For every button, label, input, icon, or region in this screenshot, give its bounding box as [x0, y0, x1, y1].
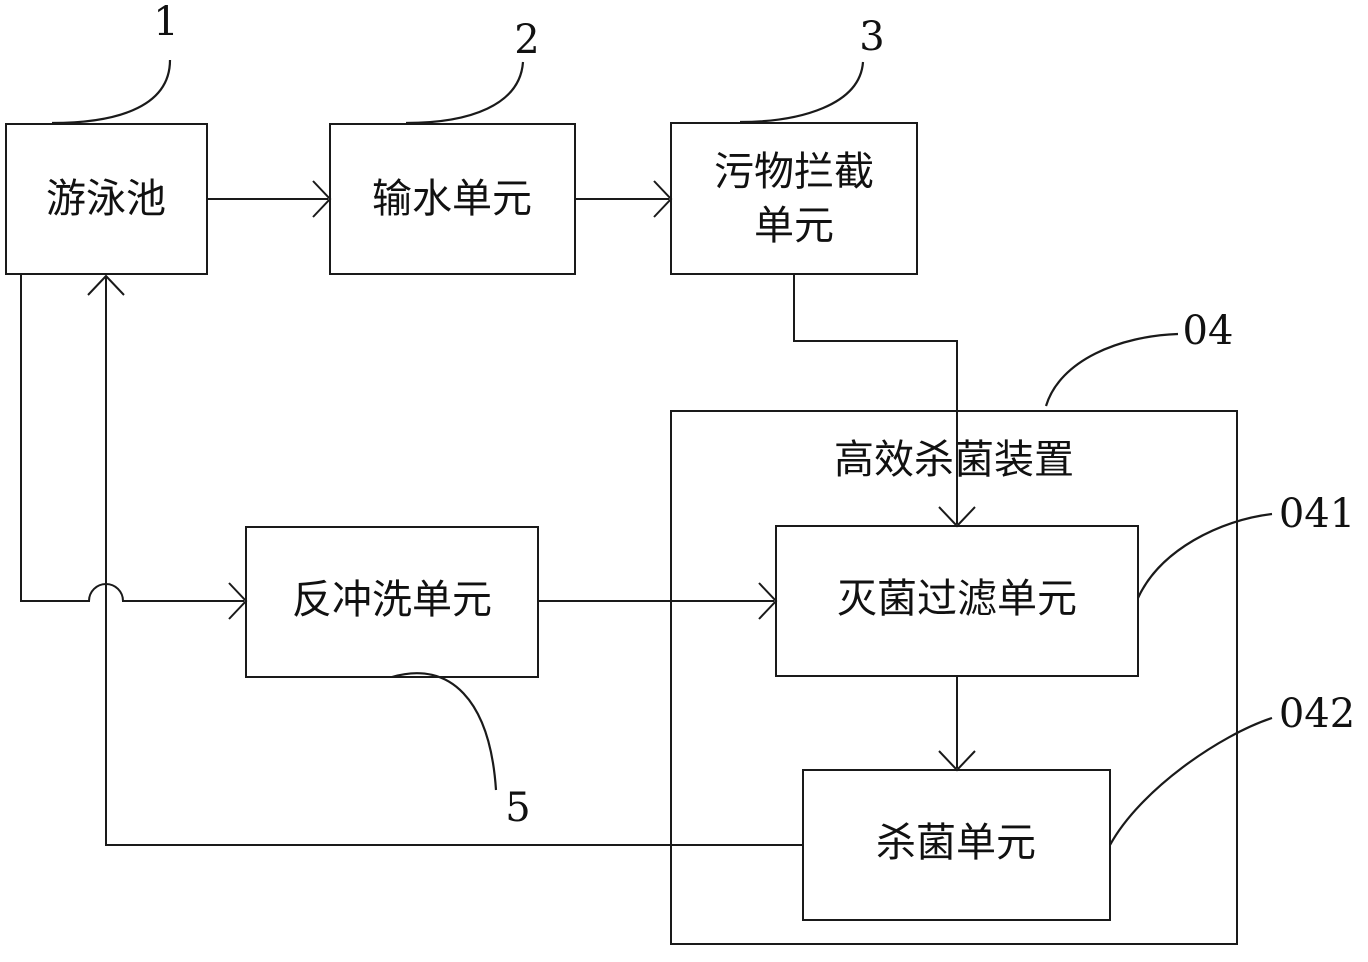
- backwash-label: 反冲洗单元: [292, 577, 492, 623]
- sterilize-filter-box: [775, 525, 1139, 677]
- leader-041: [1137, 512, 1273, 599]
- edge-sterilize-to-pool: [105, 276, 803, 846]
- arrowhead-water-transfer: [312, 180, 332, 218]
- debris-intercept-label-line1: 污物拦截: [714, 149, 874, 195]
- pool-label: 游泳池: [46, 176, 166, 222]
- ref-3: 3: [859, 14, 884, 60]
- ref-2: 2: [514, 17, 539, 63]
- debris-intercept-box: [670, 122, 918, 275]
- ref-042: 042: [1279, 691, 1355, 737]
- leader-1: [51, 59, 172, 125]
- sterilize-box: [802, 769, 1111, 921]
- arrowhead-sterilize: [938, 750, 976, 772]
- arrowhead-backwash: [228, 582, 248, 620]
- debris-intercept-label-line2: 单元: [754, 203, 834, 249]
- arrowhead-sterilize-filter-top: [938, 506, 976, 528]
- leader-5: [391, 672, 498, 791]
- ref-1: 1: [153, 0, 178, 45]
- backwash-box: [245, 526, 539, 678]
- pool-box: [5, 123, 208, 275]
- water-transfer-label: 输水单元: [372, 176, 532, 222]
- edge-pool-to-backwash: [20, 274, 244, 602]
- water-transfer-box: [329, 123, 576, 275]
- arrowhead-pool-return: [87, 274, 125, 296]
- arrowhead-debris-intercept: [653, 180, 673, 218]
- leader-042: [1109, 716, 1273, 846]
- sterilizer-device-label: 高效杀菌装置: [834, 437, 1074, 483]
- edge-debris-to-sterilize-filter: [793, 274, 958, 524]
- arrowhead-sterilize-filter-left: [758, 582, 778, 620]
- sterilize-label: 杀菌单元: [876, 820, 1036, 866]
- sterilizer-device-box: [670, 410, 1238, 945]
- sterilize-filter-label: 灭菌过滤单元: [837, 576, 1077, 622]
- ref-04: 04: [1183, 308, 1234, 354]
- ref-041: 041: [1279, 491, 1355, 537]
- ref-5: 5: [505, 785, 530, 831]
- leader-2: [405, 61, 525, 125]
- leader-3: [739, 61, 865, 124]
- leader-04: [1044, 332, 1179, 407]
